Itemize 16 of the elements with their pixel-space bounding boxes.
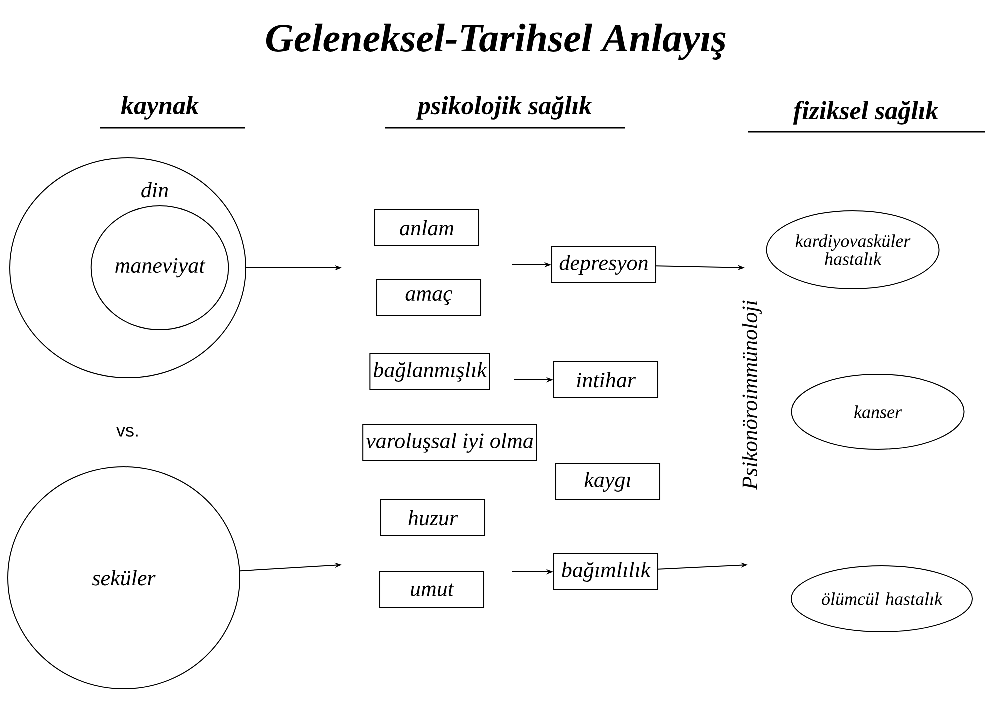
column-header: kaynak: [121, 96, 199, 120]
text-box: bağımlılık: [554, 554, 658, 590]
text-box: kaygı: [556, 464, 660, 500]
text-box: amaç: [376, 280, 482, 316]
text-box: umut: [380, 572, 484, 608]
vs-label: vs.: [116, 427, 138, 437]
text-box: huzur: [380, 500, 486, 536]
text-box: intihar: [554, 362, 658, 398]
title: Geleneksel-Tarihsel Anlayış: [266, 24, 726, 60]
column-header: psikolojik sağlık: [416, 96, 592, 120]
vertical-label: Psikonöroimmünoloji: [742, 300, 762, 490]
text-box: varoluşsal iyi olma: [362, 424, 538, 462]
text-box: anlam: [374, 210, 480, 246]
column-header: fiziksel sağlık: [793, 101, 938, 125]
text-box: depresyon: [552, 246, 656, 284]
text-box: bağlanmışlık: [370, 354, 490, 390]
